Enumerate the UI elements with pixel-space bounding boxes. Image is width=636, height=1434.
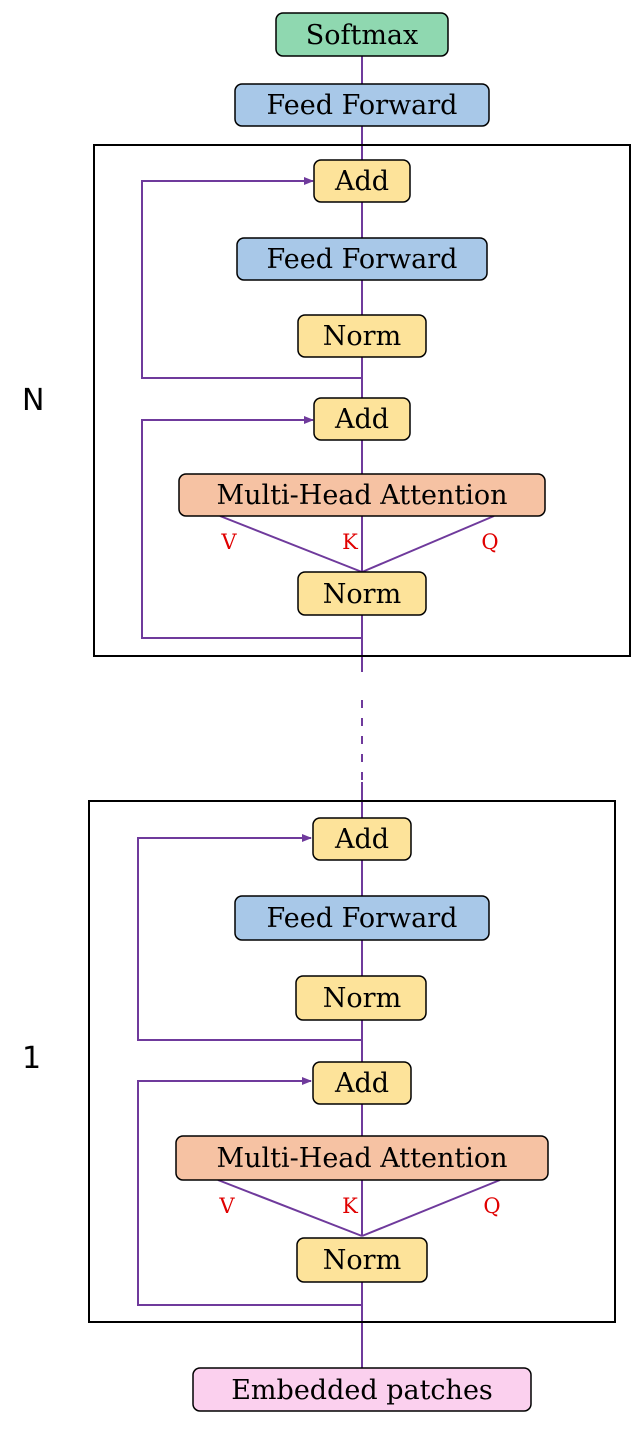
residual-arrow-attn — [141, 416, 362, 639]
block-n-norm-bottom-box: Norm — [297, 571, 427, 616]
v-label: V — [220, 530, 237, 554]
add-label: Add — [334, 166, 389, 197]
feed-forward-label: Feed Forward — [267, 244, 458, 275]
norm-label: Norm — [323, 983, 401, 1014]
softmax-label: Softmax — [306, 20, 419, 51]
add-label: Add — [334, 1068, 389, 1099]
norm-label: Norm — [323, 579, 401, 610]
attention-label: Multi-Head Attention — [217, 1143, 508, 1174]
top-feed-forward-box: Feed Forward — [234, 83, 490, 127]
norm-label: Norm — [323, 1245, 401, 1276]
norm-label: Norm — [323, 321, 401, 352]
v-input-line — [219, 515, 363, 573]
v-label: V — [218, 1194, 235, 1218]
block-n-add-bottom-box: Add — [313, 397, 411, 441]
feed-forward-label: Feed Forward — [267, 903, 458, 934]
block-1-attention-box: Multi-Head Attention — [175, 1135, 549, 1181]
softmax-box: Softmax — [275, 12, 449, 57]
block-n-norm-top-box: Norm — [297, 314, 427, 358]
block-n-label: N — [22, 383, 44, 418]
block-n-attention-box: Multi-Head Attention — [178, 473, 546, 517]
q-label: Q — [483, 1194, 500, 1218]
block-1: 1 V K Q — [22, 800, 616, 1323]
block-1-norm-bottom-box: Norm — [296, 1237, 428, 1283]
add-label: Add — [334, 824, 389, 855]
residual-arrow-ff — [141, 177, 362, 379]
top-feed-forward-label: Feed Forward — [267, 90, 458, 121]
q-label: Q — [481, 530, 498, 554]
attention-label: Multi-Head Attention — [217, 480, 508, 511]
block-n-frame — [93, 144, 631, 657]
block-1-add-top-box: Add — [312, 817, 412, 861]
block-1-add-bottom-box: Add — [312, 1061, 412, 1105]
add-label: Add — [334, 404, 389, 435]
block-1-frame — [88, 800, 616, 1323]
block-n: N V K Q — [22, 144, 631, 657]
q-input-line — [361, 1179, 501, 1237]
embedded-patches-label: Embedded patches — [231, 1375, 493, 1406]
q-input-line — [361, 515, 495, 573]
k-label: K — [342, 1194, 358, 1218]
k-label: K — [342, 530, 358, 554]
block-1-feed-forward-box: Feed Forward — [234, 895, 490, 941]
v-input-line — [217, 1179, 363, 1237]
residual-arrow-ff — [137, 834, 362, 1041]
block-n-add-top-box: Add — [313, 159, 411, 203]
block-1-norm-top-box: Norm — [295, 975, 427, 1021]
residual-arrow-attn — [137, 1077, 362, 1306]
embedded-patches-box: Embedded patches — [192, 1367, 532, 1412]
block-n-feed-forward-box: Feed Forward — [236, 237, 488, 281]
block-1-label: 1 — [22, 1041, 41, 1076]
